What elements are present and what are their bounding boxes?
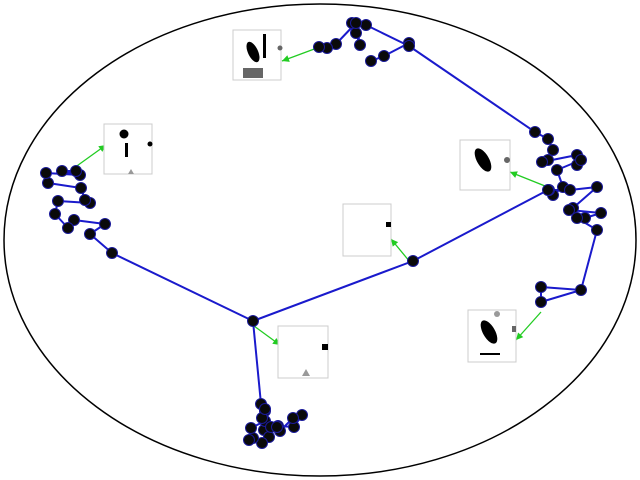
arrow-center [390,238,411,263]
graph-node [75,182,87,194]
graph-node [70,165,82,177]
graph-node [256,437,268,449]
arrow-right [509,171,546,187]
graph-node [547,144,559,156]
thumb-lower-right-mark [512,326,516,332]
graph-node [542,133,554,145]
thumb-lower-right-dot [494,311,500,317]
graph-node [247,315,259,327]
thumb-top [232,29,283,81]
arrow-lower-right-head [516,332,524,340]
graph-node [62,222,74,234]
graph-node [243,434,255,446]
graph-node [79,194,91,206]
graph-node [407,255,419,267]
graph-node [575,284,587,296]
thumb-left [103,123,153,175]
graph-node [287,412,299,424]
thumb-center-frame [342,203,392,257]
thumb-top-base [243,68,263,78]
graph-node [378,50,390,62]
graph-node [259,403,271,415]
node-group [40,17,607,449]
graph-node [575,154,587,166]
graph-node [591,181,603,193]
thumb-bottom-square [322,344,328,350]
thumb-center [342,203,392,257]
thumbnail-group [103,29,517,379]
arrow-lower-right [515,311,542,341]
graph-node [245,422,257,434]
thumb-bottom-triangle [302,369,310,376]
thumb-lower-right-blob [480,320,498,344]
thumb-lower-right [467,309,517,363]
graph-node [313,41,325,53]
graph-node [535,281,547,293]
graph-node [365,55,377,67]
thumb-top-blob [246,41,260,63]
thumb-left-dot [147,141,153,147]
graph-node [49,208,61,220]
edge-path-4 [45,170,254,322]
graph-node [99,218,111,230]
graph-node [536,156,548,168]
graph-node [564,184,576,196]
arrow-center-head [391,239,399,247]
edge-group [45,22,602,444]
graph-node [40,167,52,179]
arrow-top-head [282,55,290,62]
arrow-right-head [510,171,518,178]
graph-node [591,224,603,236]
edge-path-1 [408,45,536,133]
graph-node [84,228,96,240]
thumb-top-dot [277,45,283,51]
thumb-right-dot [504,157,510,163]
thumb-left-triangle [128,169,134,174]
thumb-bottom [277,325,329,379]
graph-node [542,184,554,196]
graph-node [350,17,362,29]
graph-node [56,165,68,177]
thumb-right [459,139,511,191]
arrow-bottom [253,325,281,346]
boundary-ellipse [3,3,637,477]
thumb-lower-right-line [480,353,500,355]
thumb-center-square [386,222,391,227]
graph-node [52,195,64,207]
thumb-right-blob [474,148,492,172]
thumb-top-bar [263,34,266,58]
thumb-left-bar [125,143,128,157]
thumb-left-frame [103,123,153,175]
graph-node [595,207,607,219]
graph-node [350,27,362,39]
graph-node [535,296,547,308]
graph-node [563,204,575,216]
graph-node [106,247,118,259]
graph-node [360,19,372,31]
graph-node [529,126,541,138]
edge-path-3 [252,189,549,322]
arrow-top [281,47,318,62]
graph-node [403,40,415,52]
arrow-left [73,144,107,169]
graph-node [571,212,583,224]
graph-node [271,421,283,433]
graph-node [42,177,54,189]
graph-node [354,39,366,51]
thumb-bottom-frame [277,325,329,379]
thumb-left-head [119,129,129,139]
thumb-right-frame [459,139,511,191]
graph-node [551,164,563,176]
graph-node [68,214,80,226]
